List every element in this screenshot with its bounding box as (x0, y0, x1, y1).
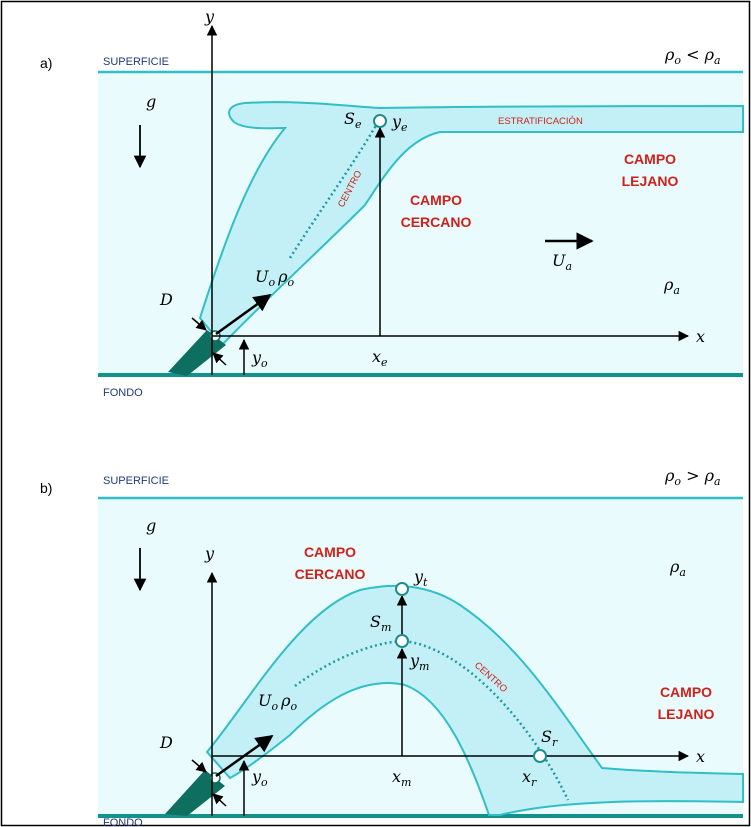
rho-a-label-b: ρa (669, 557, 686, 579)
d-marker-top-a (191, 317, 207, 331)
d-marker-bottom-a (212, 352, 227, 366)
point-sm-b (395, 634, 409, 648)
point-sr-b (533, 749, 547, 763)
centerline-a (288, 121, 380, 259)
near-field-line2-b: CERCANO (295, 566, 366, 582)
near-field-line1-b: CAMPO (304, 544, 356, 560)
density-relation-b: ρo > ρa (664, 466, 721, 488)
point-yt-b (395, 582, 409, 596)
far-field-line1-a: CAMPO (624, 151, 676, 167)
far-field-line2-a: LEJANO (622, 173, 679, 189)
d-label-b: D (159, 733, 173, 752)
yt-label-b: yt (413, 567, 428, 589)
near-field-line2-a: CERCANO (401, 214, 472, 230)
d-marker-bottom-b (212, 793, 227, 807)
yo-label-a: yo (251, 348, 268, 370)
plume-b (205, 584, 744, 816)
stratification-label-a: ESTRATIFICACIÓN (498, 116, 583, 127)
d-marker-top-b (191, 759, 207, 773)
ym-label-b: ym (409, 651, 429, 673)
uo-arrow-b (215, 734, 274, 778)
surface-label-b: SUPERFICIE (103, 475, 169, 487)
bottom-label-b: FONDO (103, 817, 143, 827)
far-field-line2-b: LEJANO (658, 706, 715, 722)
plume-a (198, 101, 744, 347)
ua-label-a: Ua (552, 251, 572, 273)
x-axis-label-a: x (696, 327, 705, 346)
g-label-a: g (146, 92, 156, 111)
g-label-b: g (146, 516, 156, 535)
sr-label-b: Sr (541, 727, 558, 749)
panel-a-label: a) (40, 55, 52, 71)
uo-arrow-a (215, 293, 272, 336)
point-se-a (373, 114, 387, 128)
sm-label-b: Sm (370, 612, 391, 634)
surface-label-a: SUPERFICIE (103, 56, 169, 68)
d-label-a: D (159, 290, 173, 309)
yo-label-b: yo (251, 767, 268, 789)
x-axis-label-b: x (696, 747, 705, 766)
y-axis-label-a: y (204, 7, 215, 26)
bottom-label-a: FONDO (103, 387, 143, 399)
xe-label-a: xe (372, 347, 388, 369)
panel-b-label: b) (40, 480, 52, 496)
density-relation-a: ρo < ρa (664, 45, 721, 67)
discharge-pipe-b (165, 770, 225, 816)
xm-label-b: xm (392, 767, 411, 789)
xr-label-b: xr (522, 767, 537, 789)
near-field-line1-a: CAMPO (410, 192, 462, 208)
far-field-line1-b: CAMPO (660, 684, 712, 700)
centerline-b (294, 639, 570, 801)
ye-label-a: ye (391, 112, 408, 134)
rho-a-label-a: ρa (663, 275, 680, 297)
se-label-a: Se (344, 109, 362, 131)
y-axis-label-b: y (204, 544, 215, 563)
